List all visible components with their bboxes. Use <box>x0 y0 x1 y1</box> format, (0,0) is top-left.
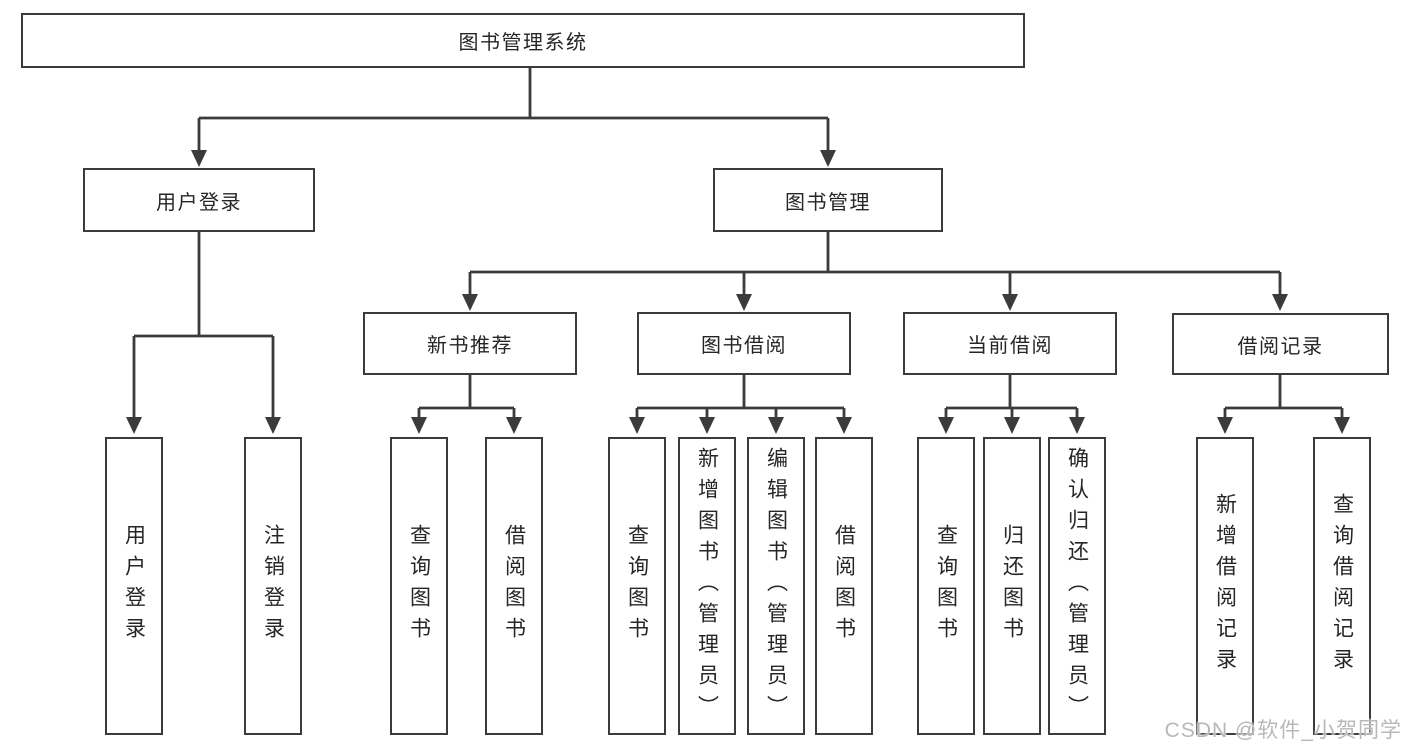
node-book-management: 图书管理 <box>713 168 943 232</box>
node-leaf-return-books: 归还图书 <box>983 437 1041 735</box>
node-leaf-add-books-admin: 新增图书（管理员） <box>678 437 736 735</box>
edge-bookmgmt-to-level3 <box>468 232 1282 295</box>
node-leaf-query-books: 查询图书 <box>917 437 975 735</box>
arrowhead-icon <box>191 150 207 167</box>
node-leaf-user-login: 用户登录 <box>105 437 163 735</box>
node-leaf-borrow-books: 借阅图书 <box>815 437 873 735</box>
arrowhead-icon <box>265 417 281 434</box>
node-leaf-borrow-books: 借阅图书 <box>485 437 543 735</box>
edge-records-to-leaves <box>1223 375 1344 418</box>
arrowhead-icon <box>1334 417 1350 434</box>
arrowhead-icon <box>1002 294 1018 311</box>
arrowhead-icon <box>1217 417 1233 434</box>
node-current-borrowing: 当前借阅 <box>903 312 1117 375</box>
arrowhead-icon <box>836 417 852 434</box>
node-borrowing-records: 借阅记录 <box>1172 313 1389 375</box>
node-leaf-edit-books-admin: 编辑图书（管理员） <box>747 437 805 735</box>
edge-root-to-level2 <box>197 68 830 151</box>
edge-userlogin-to-leaves <box>132 232 275 418</box>
node-book-borrowing: 图书借阅 <box>637 312 851 375</box>
arrowhead-icon <box>699 417 715 434</box>
node-library-management-system: 图书管理系统 <box>21 13 1025 68</box>
arrowhead-icon <box>820 150 836 167</box>
edge-newbooks-to-leaves <box>417 375 516 418</box>
node-leaf-add-borrow-record: 新增借阅记录 <box>1196 437 1254 735</box>
node-leaf-logout: 注销登录 <box>244 437 302 735</box>
node-leaf-query-books: 查询图书 <box>390 437 448 735</box>
edge-current-to-leaves <box>944 375 1079 418</box>
node-new-book-recommendation: 新书推荐 <box>363 312 577 375</box>
arrowhead-icon <box>126 417 142 434</box>
node-user-login: 用户登录 <box>83 168 315 232</box>
arrowhead-icon <box>1272 294 1288 311</box>
edge-borrow-to-leaves <box>635 375 846 418</box>
arrowhead-icon <box>1069 417 1085 434</box>
node-leaf-query-borrow-record: 查询借阅记录 <box>1313 437 1371 735</box>
csdn-watermark: CSDN @软件_小贺同学 <box>1164 719 1402 742</box>
arrowhead-icon <box>938 417 954 434</box>
arrowhead-icon <box>411 417 427 434</box>
arrowhead-icon <box>768 417 784 434</box>
node-leaf-query-books: 查询图书 <box>608 437 666 735</box>
node-leaf-confirm-return-admin: 确认归还（管理员） <box>1048 437 1106 735</box>
arrowhead-icon <box>506 417 522 434</box>
arrowhead-icon <box>1004 417 1020 434</box>
arrowhead-icon <box>736 294 752 311</box>
arrowhead-icon <box>629 417 645 434</box>
arrowhead-icon <box>462 294 478 311</box>
